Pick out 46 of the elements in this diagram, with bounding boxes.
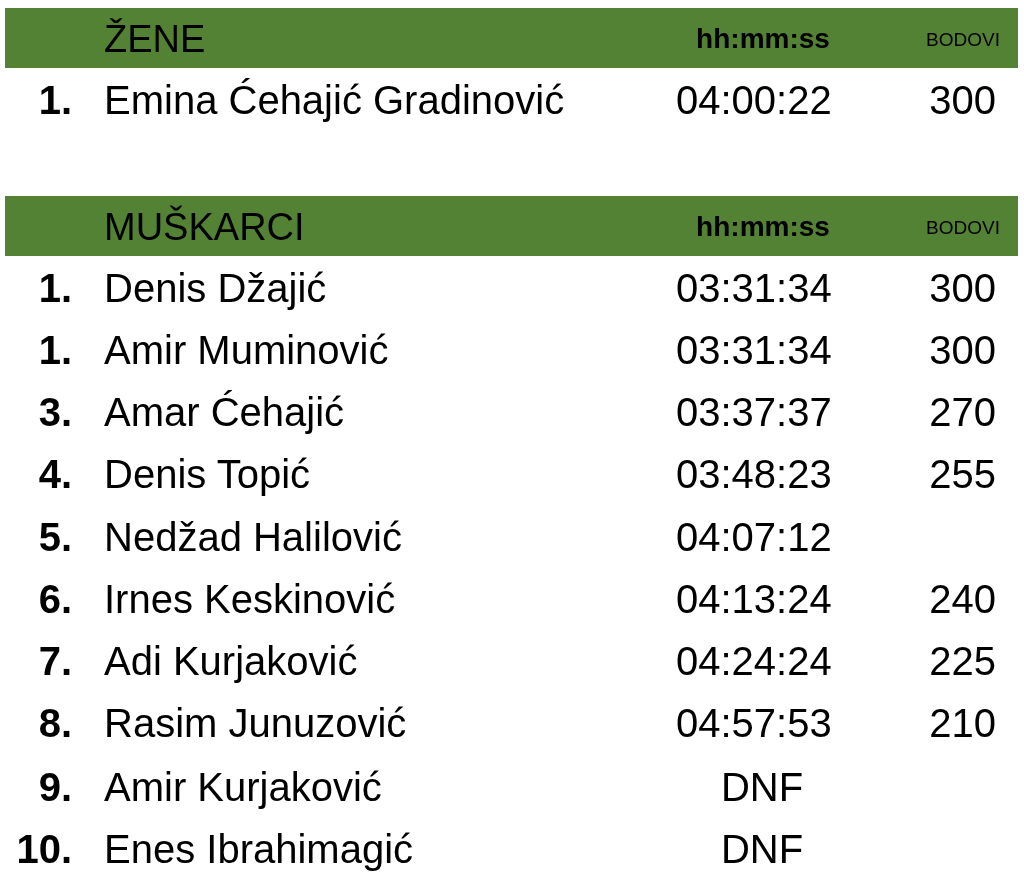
points: 225: [929, 641, 996, 681]
rank-number: 1.: [38, 330, 72, 370]
rank-number: 10.: [16, 829, 72, 869]
athlete-name: Amir Kurjaković: [104, 767, 382, 807]
column-heading: BODOVI: [926, 30, 1000, 49]
rank-number: 1.: [38, 268, 72, 308]
points: 300: [929, 80, 996, 120]
athlete-name: Denis Topić: [104, 454, 311, 494]
rank-number: 6.: [38, 579, 72, 619]
athlete-name: Denis Džajić: [104, 268, 327, 308]
finish-time: 04:07:12: [676, 517, 832, 557]
finish-time: 03:31:34: [676, 330, 832, 370]
points: 300: [929, 268, 996, 308]
finish-time: 03:48:23: [676, 454, 832, 494]
finish-time: 03:37:37: [676, 392, 832, 432]
rank-number: 5.: [38, 517, 72, 557]
column-heading: BODOVI: [926, 218, 1000, 237]
finish-time: 04:00:22: [676, 80, 832, 120]
athlete-name: Enes Ibrahimagić: [104, 829, 414, 869]
finish-time: 03:31:34: [676, 268, 832, 308]
athlete-name: Amar Ćehajić: [104, 392, 345, 432]
finish-time: 04:57:53: [676, 703, 832, 743]
athlete-name: Amir Muminović: [104, 330, 389, 370]
section-heading: ŽENE: [104, 20, 206, 58]
athlete-name: Irnes Keskinović: [104, 579, 396, 619]
points: 210: [929, 703, 996, 743]
points: 240: [929, 579, 996, 619]
points: 255: [929, 454, 996, 494]
athlete-name: Adi Kurjaković: [104, 641, 358, 681]
points: 270: [929, 392, 996, 432]
athlete-name: Rasim Junuzović: [104, 703, 407, 743]
finish-time: 04:13:24: [676, 579, 832, 619]
athlete-name: Nedžad Halilović: [104, 517, 402, 557]
athlete-name: Emina Ćehajić Gradinović: [104, 80, 565, 120]
finish-time: 04:24:24: [676, 641, 832, 681]
rank-number: 4.: [38, 454, 72, 494]
points: 300: [929, 330, 996, 370]
column-heading: hh:mm:ss: [696, 213, 830, 241]
finish-status: DNF: [720, 829, 804, 869]
rank-number: 8.: [38, 703, 72, 743]
rank-number: 9.: [38, 767, 72, 807]
finish-status: DNF: [720, 767, 804, 807]
rank-number: 7.: [38, 641, 72, 681]
rank-number: 3.: [38, 392, 72, 432]
column-heading: hh:mm:ss: [696, 25, 830, 53]
rank-number: 1.: [38, 80, 72, 120]
